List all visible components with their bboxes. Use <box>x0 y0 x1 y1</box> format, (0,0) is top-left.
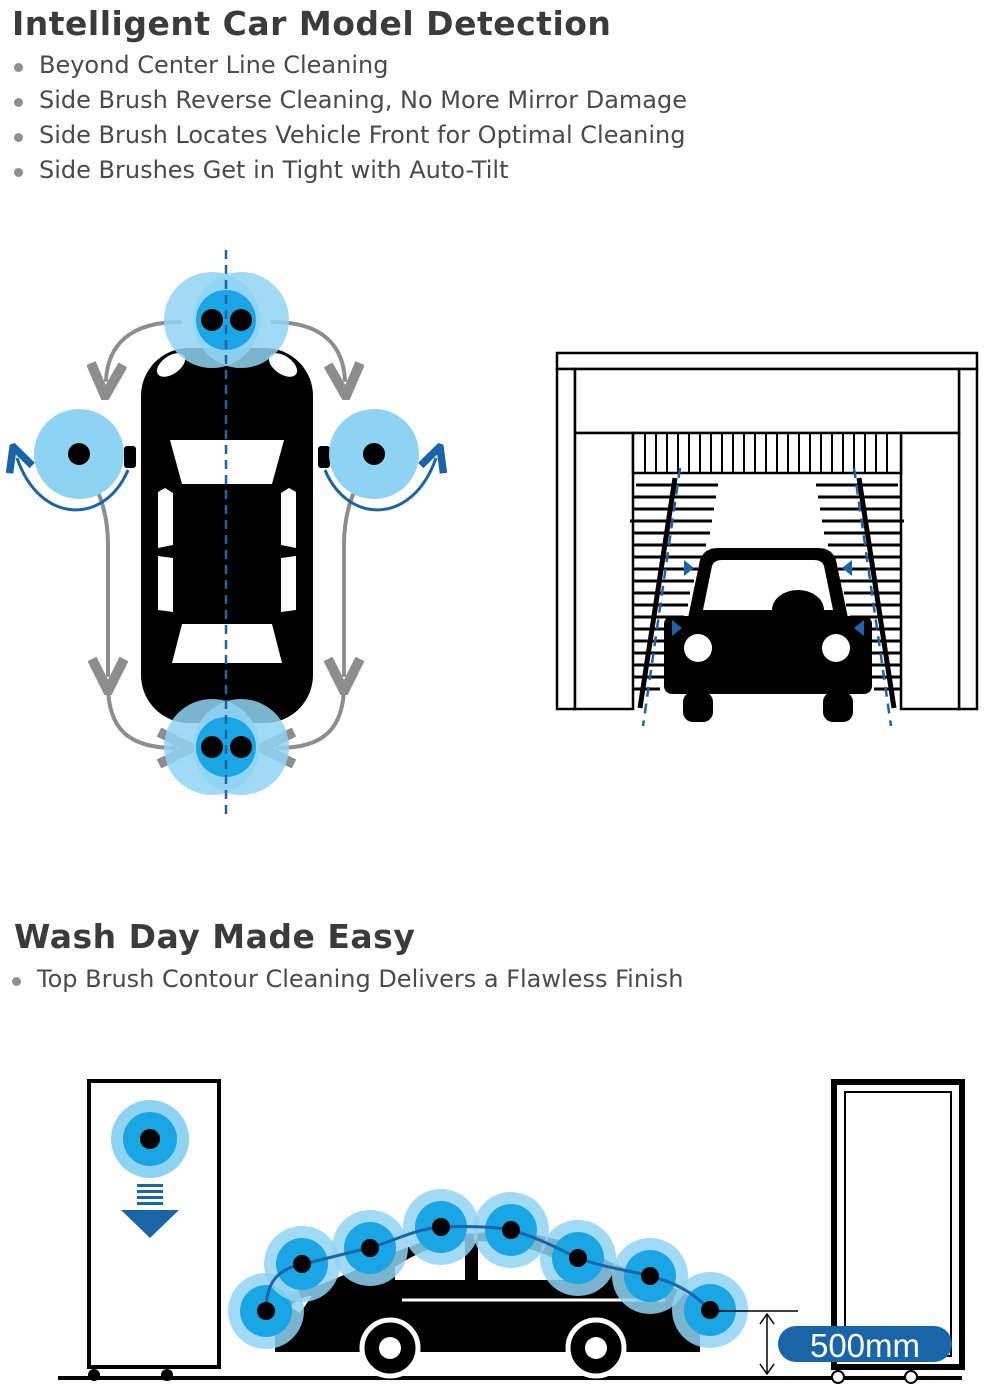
brush-rear-pair <box>164 699 289 795</box>
tilt-axis-right <box>852 467 893 727</box>
bullet-item: Side Brushes Get in Tight with Auto-Tilt <box>12 153 687 188</box>
side-view-contour-diagram: 500mm <box>58 1079 965 1384</box>
section2-title: Wash Day Made Easy <box>14 917 416 956</box>
section1-bullet-list: Beyond Center Line Cleaning Side Brush R… <box>12 48 687 188</box>
tilt-axis-left <box>641 467 682 727</box>
side-brush-left-tilted <box>630 477 718 709</box>
front-view-tilt-diagram <box>555 351 979 727</box>
top-brush-start <box>111 1100 189 1178</box>
reverse-rotation-arrow-right <box>323 458 436 512</box>
top-brush-bristles <box>644 433 888 473</box>
reverse-rotation-arrow-left <box>17 458 130 512</box>
brush-front-pair <box>164 272 289 368</box>
clearance-badge <box>778 1326 952 1362</box>
clearance-dimension <box>718 1310 798 1376</box>
clearance-label: 500mm <box>810 1327 920 1364</box>
bullet-item: Beyond Center Line Cleaning <box>12 48 687 83</box>
car-front-view <box>664 548 872 722</box>
bullet-item: Side Brush Locates Vehicle Front for Opt… <box>12 118 687 153</box>
tilt-arrow-icon <box>672 560 864 636</box>
brush-right-side <box>329 409 419 499</box>
contour-brush-axles <box>257 1218 719 1320</box>
down-arrow-icon <box>121 1184 179 1238</box>
bullet-item: Side Brush Reverse Cleaning, No More Mir… <box>12 83 687 118</box>
bullet-item: Top Brush Contour Cleaning Delivers a Fl… <box>10 962 683 997</box>
brush-left-side <box>34 409 124 499</box>
top-view-brush-diagram <box>0 250 470 815</box>
section2-bullet-list: Top Brush Contour Cleaning Delivers a Fl… <box>10 962 683 997</box>
section1-title: Intelligent Car Model Detection <box>12 4 612 43</box>
